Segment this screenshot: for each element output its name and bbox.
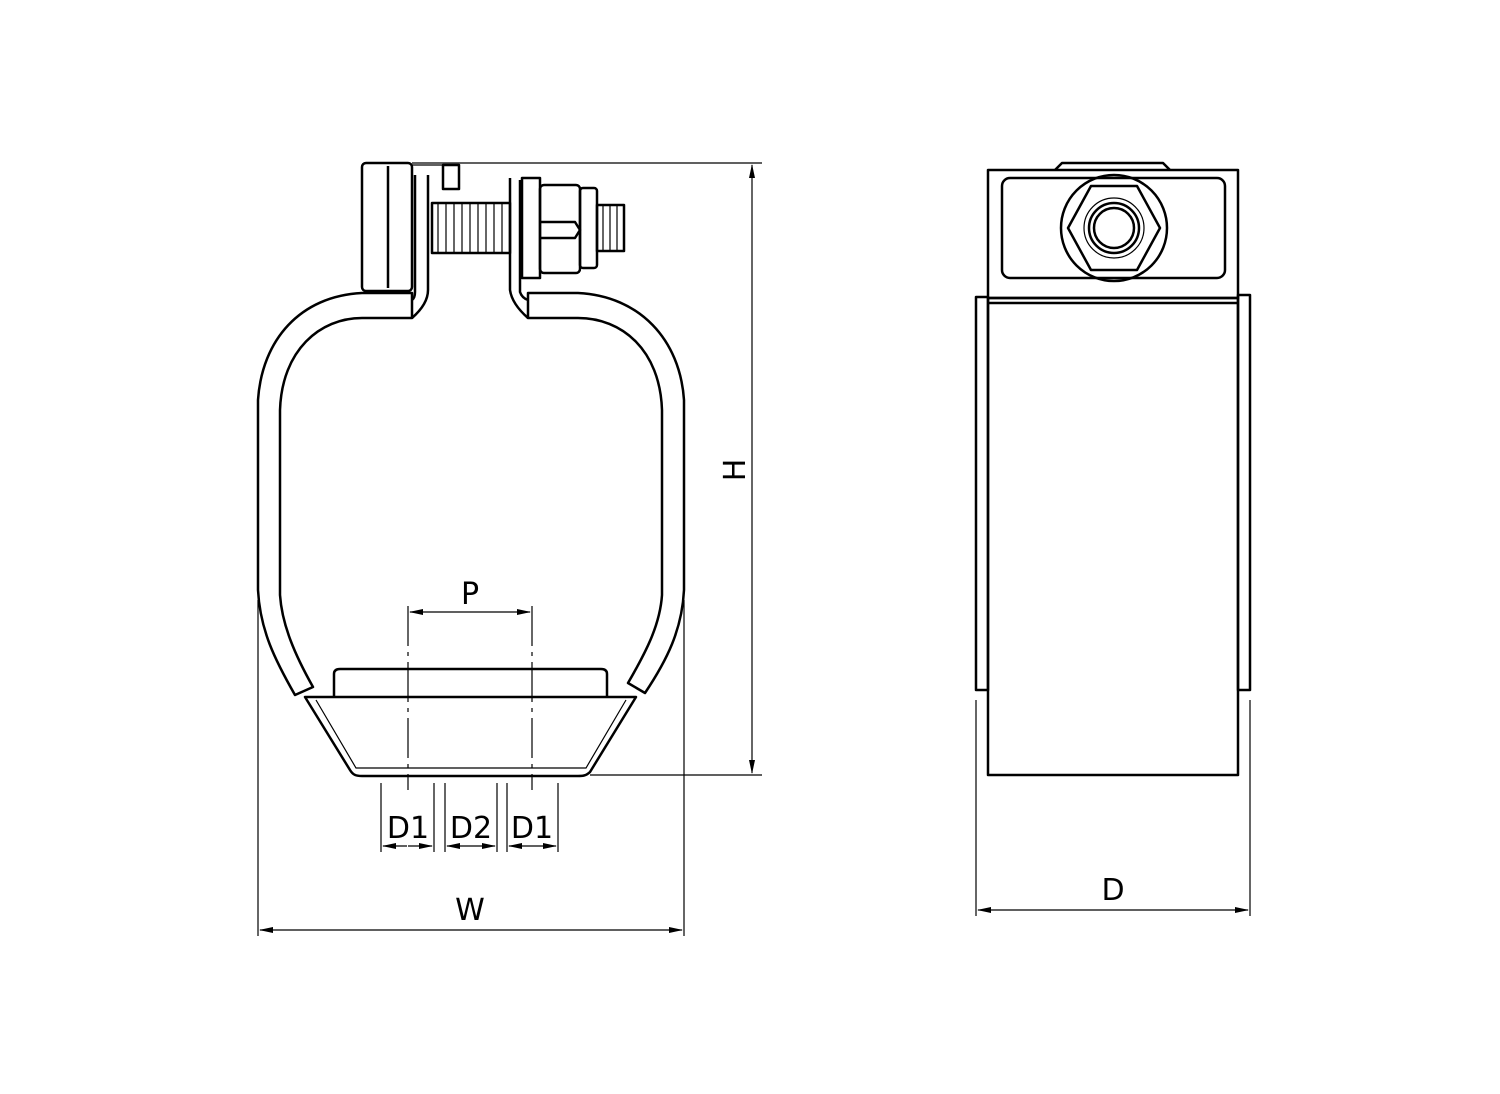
depth-label: D bbox=[1101, 873, 1124, 908]
cup-saddle bbox=[303, 695, 638, 778]
pitch-label: P bbox=[461, 577, 479, 612]
d2-label: D2 bbox=[450, 811, 492, 846]
cup-inner-line bbox=[315, 699, 627, 769]
hex-nut bbox=[538, 183, 599, 275]
latch-tab bbox=[441, 163, 461, 191]
threaded-bolt bbox=[430, 201, 512, 255]
clamp-right-arm bbox=[526, 291, 686, 695]
bolt-thread-end bbox=[595, 203, 626, 253]
washer bbox=[520, 176, 542, 280]
width-label: W bbox=[455, 893, 485, 928]
d-dimensions: D1 D2 D1 bbox=[380, 783, 559, 852]
side-view: D bbox=[974, 161, 1252, 916]
nut-front-icon bbox=[1059, 173, 1169, 283]
d1-left-label: D1 bbox=[387, 811, 429, 846]
right-flange bbox=[1236, 293, 1252, 692]
top-tab bbox=[1054, 161, 1171, 171]
plate-recess bbox=[1000, 176, 1227, 280]
clamp-left-arm bbox=[256, 291, 414, 697]
latch-block bbox=[360, 161, 414, 293]
rubber-pad bbox=[332, 667, 609, 697]
right-band-hook bbox=[508, 178, 529, 319]
left-band-hook bbox=[411, 175, 430, 319]
front-view: H W P D1 D2 D1 bbox=[256, 161, 762, 936]
clamp-body bbox=[986, 296, 1240, 777]
d1-right-label: D1 bbox=[511, 811, 553, 846]
height-label: H bbox=[718, 459, 753, 482]
left-flange bbox=[974, 295, 990, 692]
